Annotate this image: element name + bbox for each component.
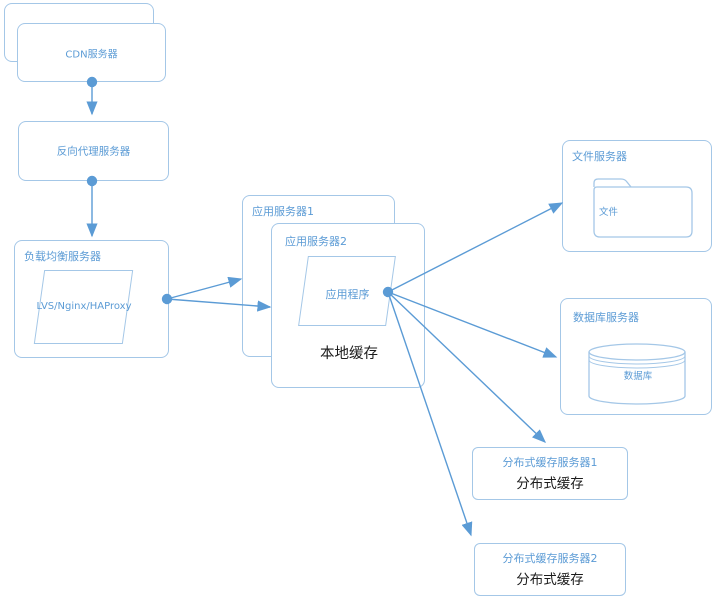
database-label: 数据库 bbox=[623, 371, 653, 382]
db-server-box: 数据库服务器 数据库 bbox=[560, 298, 712, 415]
file-server-box: 文件服务器 文件 bbox=[562, 140, 712, 252]
dist-cache-1-box: 分布式缓存服务器1 分布式缓存 bbox=[472, 447, 628, 500]
file-label: 文件 bbox=[599, 207, 619, 218]
cdn-server-box: CDN服务器 bbox=[17, 23, 166, 82]
dist-cache-2-title: 分布式缓存服务器2 bbox=[502, 552, 598, 565]
app-server-2-box: 应用服务器2 应用程序 本地缓存 bbox=[271, 223, 425, 388]
reverse-proxy-box: 反向代理服务器 bbox=[18, 121, 169, 181]
reverse-proxy-label: 反向代理服务器 bbox=[56, 145, 131, 158]
app-server-2-title: 应用服务器2 bbox=[285, 235, 347, 248]
load-balancer-box: 负载均衡服务器 LVS/Nginx/HAProxy bbox=[14, 240, 169, 358]
dist-cache-2-box: 分布式缓存服务器2 分布式缓存 bbox=[474, 543, 626, 596]
local-cache-label: 本地缓存 bbox=[320, 346, 378, 362]
dist-cache-2-label: 分布式缓存 bbox=[516, 572, 584, 588]
app-program-label: 应用程序 bbox=[325, 288, 370, 301]
app-server-1-title: 应用服务器1 bbox=[252, 205, 314, 218]
load-balancer-software-label: LVS/Nginx/HAProxy bbox=[36, 301, 132, 312]
load-balancer-title: 负载均衡服务器 bbox=[24, 250, 101, 263]
db-server-title: 数据库服务器 bbox=[573, 311, 639, 324]
edge-load_balancer-to-app_server_1 bbox=[166, 276, 243, 300]
cdn-server-label: CDN服务器 bbox=[65, 49, 118, 60]
file-server-title: 文件服务器 bbox=[572, 150, 627, 163]
dist-cache-1-title: 分布式缓存服务器1 bbox=[502, 456, 598, 469]
dist-cache-1-label: 分布式缓存 bbox=[516, 476, 584, 492]
